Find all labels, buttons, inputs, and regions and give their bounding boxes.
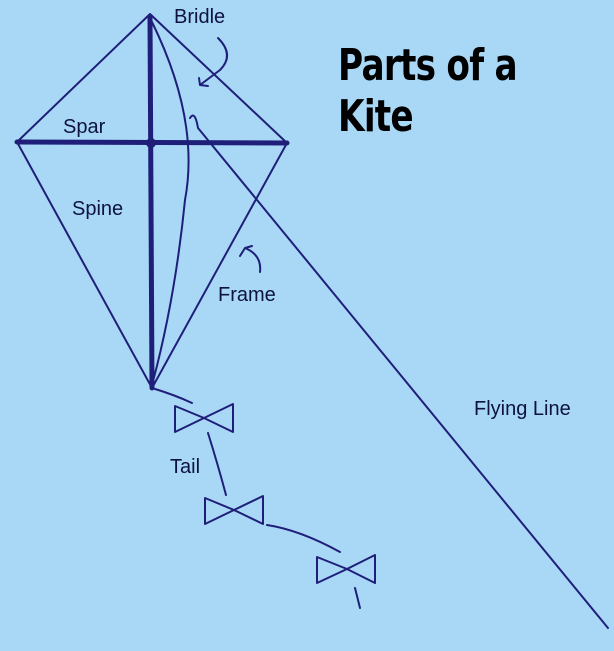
flying-line: [189, 114, 609, 629]
frame-arrow: [239, 245, 262, 273]
diagram-title: Parts of a Kite: [338, 40, 518, 142]
tail-bow-3: [316, 554, 376, 584]
tail-bow-2: [204, 495, 264, 525]
label-frame: Frame: [218, 284, 276, 306]
label-tail: Tail: [170, 456, 201, 478]
kite-spine: [147, 15, 155, 391]
tail-bow-1: [174, 403, 234, 433]
tail-string: [151, 387, 361, 609]
label-bridle: Bridle: [174, 6, 226, 28]
label-spar: Spar: [63, 116, 106, 138]
label-flying-line: Flying Line: [474, 398, 571, 420]
kite-bridle: [151, 21, 190, 386]
label-spine: Spine: [72, 198, 124, 220]
bridle-arrow: [198, 37, 228, 87]
